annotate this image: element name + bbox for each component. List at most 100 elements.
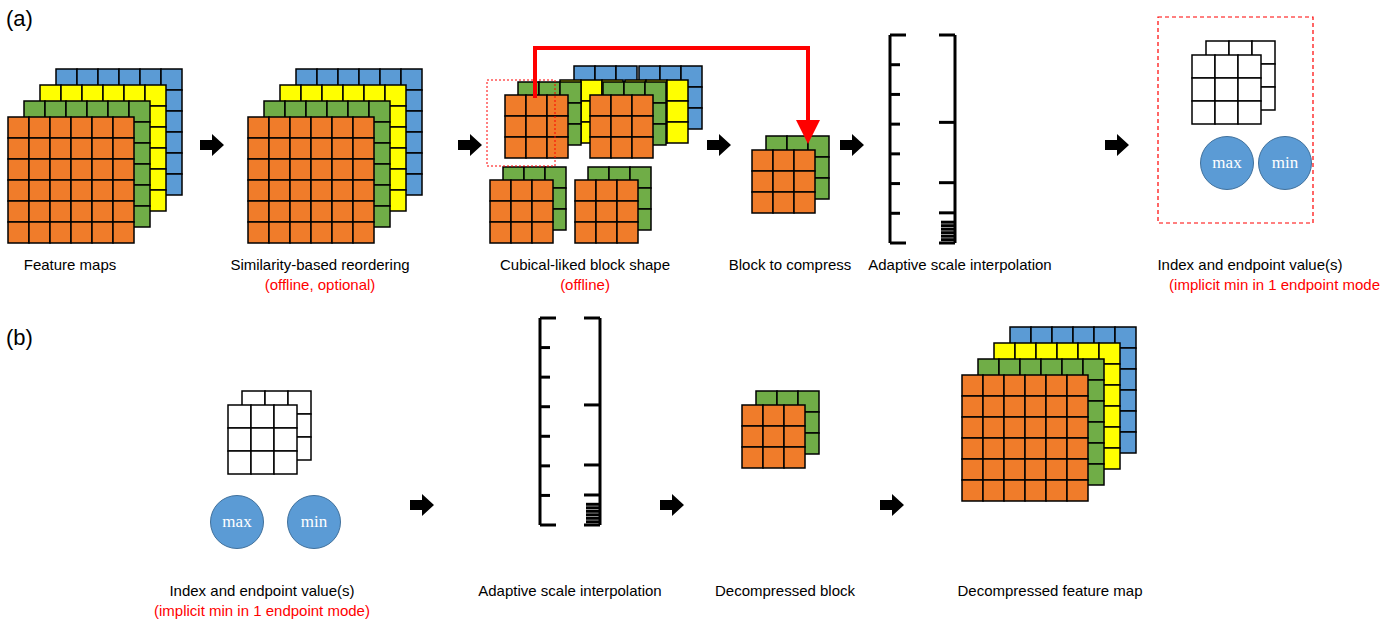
scale-tick <box>586 503 600 506</box>
grid-cell <box>526 95 547 116</box>
grid-cell <box>611 95 632 116</box>
grid-cell <box>983 480 1004 501</box>
scale-tick <box>540 346 550 349</box>
grid-cell <box>526 116 547 137</box>
grid-cell <box>547 95 568 116</box>
grid-cell <box>632 95 653 116</box>
grid-cell <box>532 222 553 243</box>
grid-cell <box>505 116 526 137</box>
grid-cell <box>983 438 1004 459</box>
grid-cell <box>962 396 983 417</box>
grid-cell <box>50 201 71 222</box>
grid-cell <box>71 222 92 243</box>
grid-cell <box>290 180 311 201</box>
scale-tick <box>941 238 955 241</box>
endpoint-label: max <box>1212 153 1241 173</box>
grid-cell <box>274 428 297 451</box>
grid-cell <box>290 222 311 243</box>
grid-cell <box>71 159 92 180</box>
scale-tick <box>939 181 955 184</box>
grid-cell <box>611 137 632 158</box>
grid-cell <box>1067 459 1088 480</box>
grid-cell <box>269 201 290 222</box>
grid-cell <box>532 180 553 201</box>
grid-cell <box>311 138 332 159</box>
scale-tick <box>890 93 900 96</box>
endpoint-label: min <box>1272 153 1298 173</box>
grid-cell <box>332 222 353 243</box>
endpoint-circle: max <box>210 495 264 549</box>
scale-tick <box>941 231 955 234</box>
grid-cell <box>763 405 784 426</box>
grid-cell <box>532 201 553 222</box>
scale-tick <box>584 463 600 466</box>
scale-tick <box>540 376 550 379</box>
scale-tick <box>890 182 900 185</box>
grid-cell <box>667 80 688 101</box>
grid-cell <box>228 405 251 428</box>
grid-cell <box>311 201 332 222</box>
caption: (implicit min in 1 endpoint mode) <box>154 602 370 620</box>
caption: (offline, optional) <box>265 276 376 294</box>
grid-cell <box>1025 417 1046 438</box>
grid-cell <box>269 117 290 138</box>
caption: Decompressed feature map <box>957 582 1142 600</box>
grid-cell <box>763 426 784 447</box>
grid-cell <box>1046 480 1067 501</box>
grid-cell <box>794 171 815 192</box>
grid-cell <box>1215 55 1238 78</box>
grid-cell <box>962 375 983 396</box>
scale-tick <box>939 121 955 124</box>
grid-cell <box>983 375 1004 396</box>
grid-cell <box>773 171 794 192</box>
selection-arrow <box>535 48 808 132</box>
grid-cell <box>290 159 311 180</box>
endpoint-label: min <box>301 512 327 532</box>
scale-tick <box>939 34 955 37</box>
grid-cell <box>1238 101 1261 124</box>
grid-cell <box>784 426 805 447</box>
grid-cell <box>332 201 353 222</box>
scale-tick <box>584 317 600 320</box>
grid-cell <box>269 138 290 159</box>
grid-cell <box>29 222 50 243</box>
caption: Cubical-liked block shape <box>500 256 670 274</box>
grid-cell <box>794 192 815 213</box>
grid-cell <box>1025 396 1046 417</box>
grid-cell <box>1004 396 1025 417</box>
grid-cell <box>248 180 269 201</box>
grid-cell <box>1192 101 1215 124</box>
grid-cell <box>667 101 688 122</box>
grid-cell <box>752 150 773 171</box>
grid-cell <box>113 222 134 243</box>
grid-cell <box>962 480 983 501</box>
selection-box <box>487 80 555 166</box>
grid-cell <box>773 150 794 171</box>
scale-tick <box>939 211 955 214</box>
grid-cell <box>1025 459 1046 480</box>
scale-tick <box>540 435 550 438</box>
grid-cell <box>505 95 526 116</box>
grid-cell <box>773 192 794 213</box>
grid-cell <box>290 201 311 222</box>
grid-cell <box>1192 55 1215 78</box>
grid-cell <box>1046 438 1067 459</box>
grid-cell <box>8 159 29 180</box>
grid-cell <box>353 222 374 243</box>
grid-cell <box>1004 417 1025 438</box>
grid-cell <box>1046 375 1067 396</box>
grid-cell <box>983 396 1004 417</box>
grid-cell <box>50 159 71 180</box>
scale-tick <box>939 242 955 245</box>
caption: Block to compress <box>729 256 852 274</box>
grid-stacks <box>8 41 1275 501</box>
grid-cell <box>590 95 611 116</box>
scale-tick <box>540 317 556 320</box>
grid-cell <box>311 180 332 201</box>
scale-tick <box>890 152 900 155</box>
grid-cell <box>50 138 71 159</box>
grid-cell <box>8 222 29 243</box>
grid-cell <box>8 180 29 201</box>
grid-cell <box>632 116 653 137</box>
caption: Index and endpoint value(s) <box>169 582 354 600</box>
